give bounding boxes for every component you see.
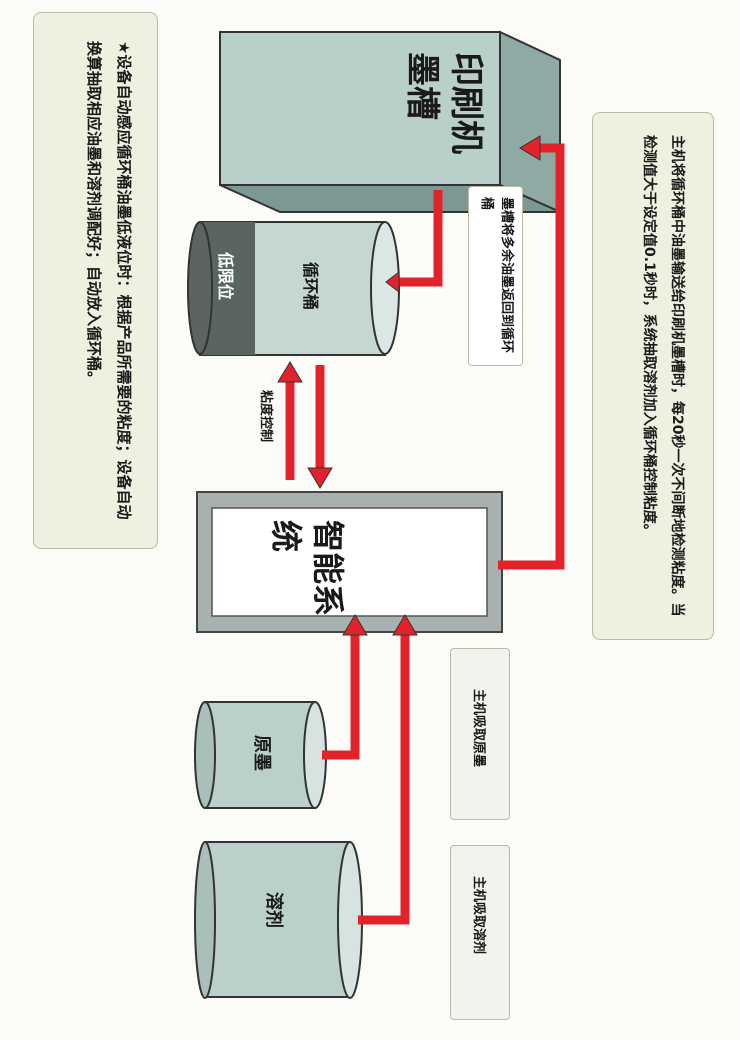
left-note-text: ★设备自动感应循环桶油墨低液位时：根据产品所需要的粘度；设备自动换算抽取相应油墨… — [85, 41, 133, 520]
solvent-cylinder — [194, 841, 363, 999]
left-note: ★设备自动感应循环桶油墨低液位时：根据产品所需要的粘度；设备自动换算抽取相应油墨… — [33, 12, 158, 549]
solvent-note: 主机吸取溶剂 — [450, 845, 510, 1020]
ink-tank-box — [219, 30, 561, 214]
solvent-label: 溶剂 — [263, 892, 284, 928]
return-label-box: 墨槽将多余油墨返回到循环桶 — [468, 186, 523, 366]
solvent-arrow — [358, 630, 410, 925]
low-level-label: 低限位 — [216, 252, 235, 301]
ink-tank-label: 印刷机墨槽 — [402, 52, 486, 154]
raw-ink-label: 原墨 — [251, 735, 272, 771]
raw-ink-cylinder — [194, 701, 327, 809]
raw-ink-arrow — [322, 630, 360, 760]
return-arrow — [398, 190, 443, 287]
solvent-note-text: 主机吸取溶剂 — [471, 876, 486, 955]
flow-arrows — [285, 143, 565, 925]
smart-system-inner — [211, 507, 488, 617]
feed-to-tank-arrow — [498, 143, 565, 570]
return-label-text: 墨槽将多余油墨返回到循环桶 — [479, 197, 514, 354]
circulation-bucket-label: 循环桶 — [301, 262, 320, 311]
raw-ink-note-text: 主机吸取原墨 — [471, 689, 486, 768]
raw-ink-note: 主机吸取原墨 — [450, 648, 510, 820]
smart-system-label: 智能系统 — [267, 520, 347, 617]
right-note-text: 主机将循环桶中油墨输送给印刷机墨槽时，每20秒一次不间断地检测粘度。当检测值大于… — [641, 135, 685, 617]
circulation-bucket-shape — [187, 221, 400, 356]
right-note: 主机将循环桶中油墨输送给印刷机墨槽时，每20秒一次不间断地检测粘度。当检测值大于… — [592, 112, 714, 640]
viscosity-control-label: 粘度控制 — [258, 390, 273, 443]
